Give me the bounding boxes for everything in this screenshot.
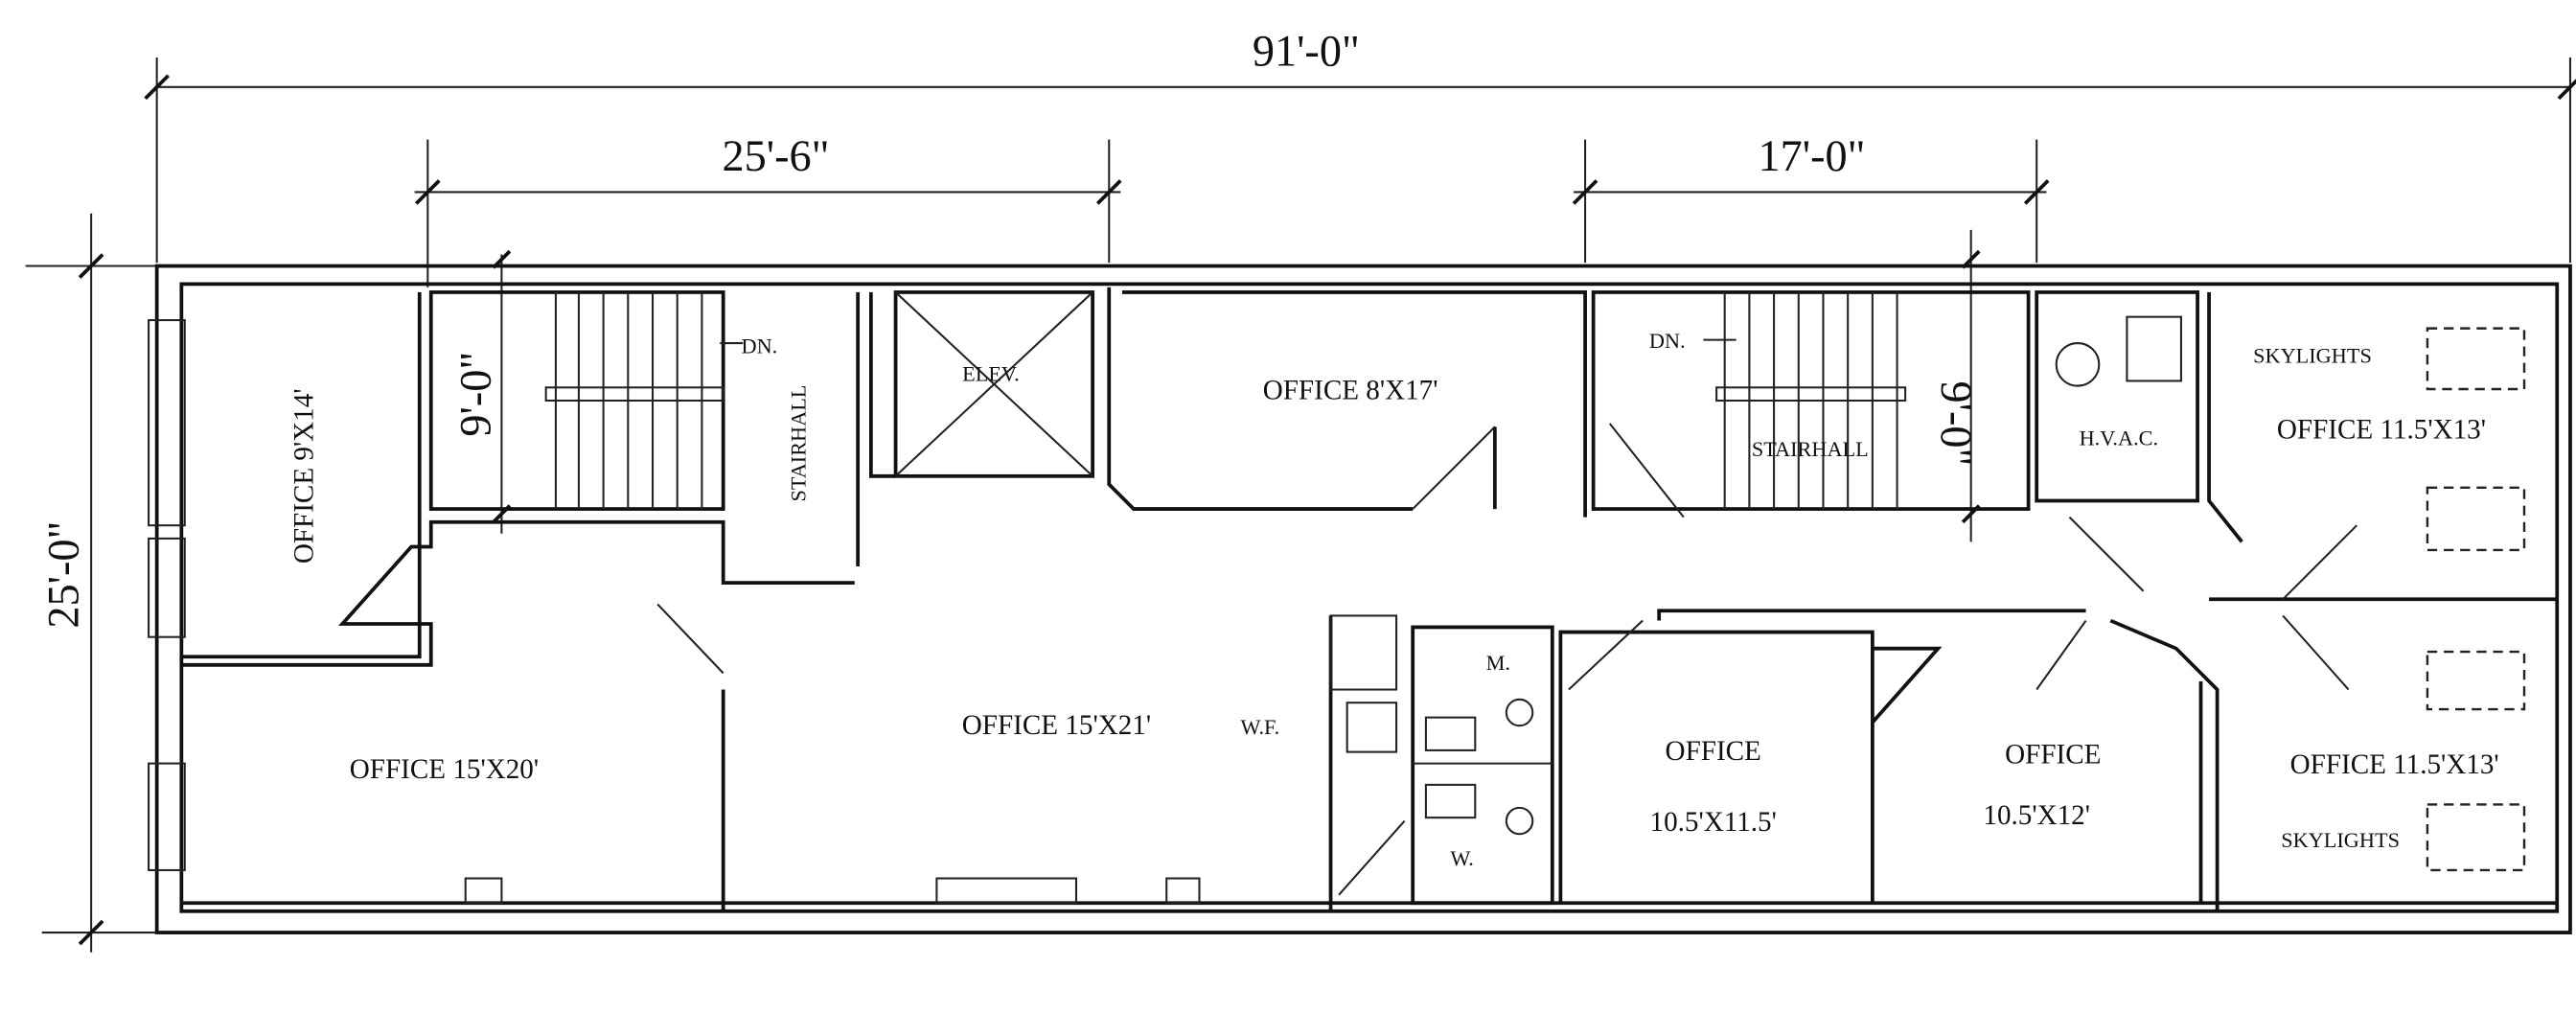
room-label-office-11-5x13-top: OFFICE 11.5'X13' xyxy=(2277,414,2486,445)
room-label-office-b-size: 10.5'X12' xyxy=(1983,800,2090,831)
room-label-office-15x21: OFFICE 15'X21' xyxy=(962,710,1151,741)
room-label-office-a-size: 10.5'X11.5' xyxy=(1650,807,1777,838)
label-skylights-top: SKYLIGHTS xyxy=(2253,344,2372,368)
stair-2 xyxy=(1703,291,1907,510)
label-dn-1: DN. xyxy=(742,334,778,357)
skylight xyxy=(2426,327,2526,391)
dimension-front-section: 25'-6" xyxy=(723,132,830,181)
room-label-elevator: ELEV. xyxy=(962,361,1020,385)
skylight xyxy=(2426,486,2526,552)
room-label-office-b-title: OFFICE xyxy=(2005,740,2101,771)
stair-1 xyxy=(544,291,744,510)
label-water-fountain: W.F. xyxy=(1241,715,1280,739)
dimension-overall-width: 25'-0" xyxy=(39,521,88,629)
skylight xyxy=(2426,650,2526,711)
room-label-office-11-5x13-bottom: OFFICE 11.5'X13' xyxy=(2290,749,2499,780)
room-label-office-15x20: OFFICE 15'X20' xyxy=(350,754,539,785)
interior-walls xyxy=(181,287,2558,911)
dimension-stair1-depth: 9'-0" xyxy=(451,352,500,437)
exterior-walls xyxy=(148,264,2572,934)
label-dn-2: DN. xyxy=(1649,329,1686,353)
dimension-stair2-depth: 9'-0" xyxy=(1931,381,1980,467)
skylight xyxy=(2426,803,2526,872)
room-label-office-a-title: OFFICE xyxy=(1666,736,1761,767)
room-label-stairhall-1: STAIRHALL xyxy=(786,385,810,502)
dimension-rear-section: 17'-0" xyxy=(1758,132,1865,181)
dimension-overall-length: 91'-0" xyxy=(1253,28,1360,77)
room-label-office-8x17: OFFICE 8'X17' xyxy=(1263,375,1438,405)
label-mens-restroom: M. xyxy=(1486,651,1510,675)
label-womens-restroom: W. xyxy=(1450,846,1474,870)
room-label-office-9x14: OFFICE 9'X14' xyxy=(288,388,319,564)
room-label-stairhall-2: STAIRHALL xyxy=(1752,437,1869,461)
dimension-lines xyxy=(25,57,2576,953)
label-skylights-bottom: SKYLIGHTS xyxy=(2281,828,2400,852)
room-label-hvac: H.V.A.C. xyxy=(2080,426,2159,449)
